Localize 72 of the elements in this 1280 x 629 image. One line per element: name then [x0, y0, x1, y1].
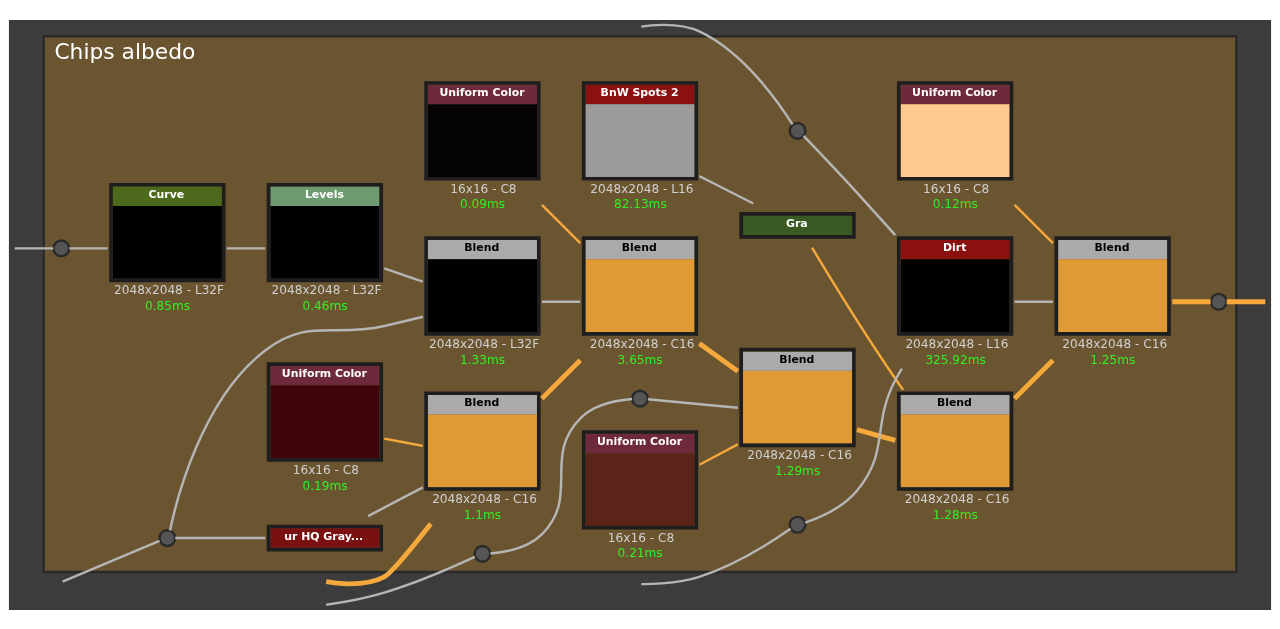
node-circle	[788, 121, 807, 140]
node-label: 2048x2048 - C16	[747, 447, 852, 462]
connector	[698, 174, 754, 205]
connector	[62, 539, 160, 583]
node-circle	[630, 389, 650, 408]
node-label: 82.13ms	[613, 196, 667, 211]
connector	[811, 246, 905, 391]
node-label: 2048x2048 - L16	[590, 181, 694, 196]
connector	[14, 246, 54, 250]
connector	[367, 485, 424, 517]
connector	[641, 527, 792, 585]
node-label: 16x16 - C8	[292, 462, 359, 477]
connector	[168, 315, 424, 531]
node-label: 2048x2048 - L16	[905, 336, 1009, 351]
node-label: 1.25ms	[1090, 352, 1136, 367]
connector	[698, 442, 739, 466]
node-label: 1.1ms	[463, 507, 502, 522]
connector	[541, 300, 581, 303]
node-label: 16x16 - C8	[607, 530, 675, 545]
connector	[69, 246, 108, 250]
node-label: 2048x2048 - L32F	[429, 336, 540, 351]
connector	[698, 341, 740, 373]
node-box: Uniform Color	[896, 80, 1014, 181]
node-box: Blend	[896, 390, 1014, 491]
connector	[226, 246, 266, 250]
node-circle	[158, 528, 177, 547]
node-circle	[52, 238, 71, 257]
node-label: 1.29ms	[775, 463, 821, 478]
node-label: 0.85ms	[144, 298, 190, 313]
node-label: 0.09ms	[460, 196, 506, 211]
node-label: 2048x2048 - C16	[589, 336, 695, 351]
node-box: BnW Spots 2	[581, 80, 699, 181]
connector	[326, 555, 476, 606]
node-label: 16x16 - C8	[450, 181, 517, 196]
connector	[802, 134, 897, 236]
node-label: 2048x2048 - L32F	[114, 282, 225, 297]
node-label: 0.12ms	[932, 196, 978, 211]
connector	[175, 536, 266, 539]
node-box: Uniform Color	[581, 429, 699, 530]
node-label: 0.19ms	[302, 478, 348, 493]
node-label: 2048x2048 - C16	[1062, 336, 1168, 351]
node-label: 0.21ms	[617, 545, 663, 560]
connector	[647, 397, 739, 409]
connector	[1226, 298, 1266, 304]
connector	[490, 397, 633, 555]
node-circle	[1209, 292, 1228, 311]
connector	[856, 426, 896, 443]
node-box: Blend	[581, 235, 699, 336]
node-circle	[473, 544, 492, 563]
node-label: 2048x2048 - L32F	[271, 282, 382, 297]
node-label: 1.33ms	[460, 352, 506, 367]
node-label: 0.46ms	[302, 298, 348, 313]
connector	[1012, 358, 1055, 400]
node-label: 325.92ms	[925, 352, 986, 367]
connector	[804, 367, 903, 524]
node-label: 1.28ms	[932, 507, 978, 522]
node-label: 2048x2048 - C16	[904, 491, 1010, 506]
connector	[1014, 300, 1053, 303]
node-label: 16x16 - C8	[922, 181, 990, 196]
connector	[1172, 298, 1211, 304]
connector	[383, 266, 424, 283]
connector	[641, 23, 794, 125]
connector	[1013, 203, 1054, 244]
node-box: Uniform Color	[266, 361, 384, 462]
connector	[325, 521, 433, 586]
node-label: 2048x2048 - C16	[432, 491, 537, 506]
node-label: 3.65ms	[617, 352, 663, 367]
connector	[384, 437, 423, 447]
connector	[541, 203, 582, 244]
node-circle	[788, 515, 807, 534]
node-box: Dirt	[896, 235, 1014, 336]
connector	[540, 358, 582, 400]
